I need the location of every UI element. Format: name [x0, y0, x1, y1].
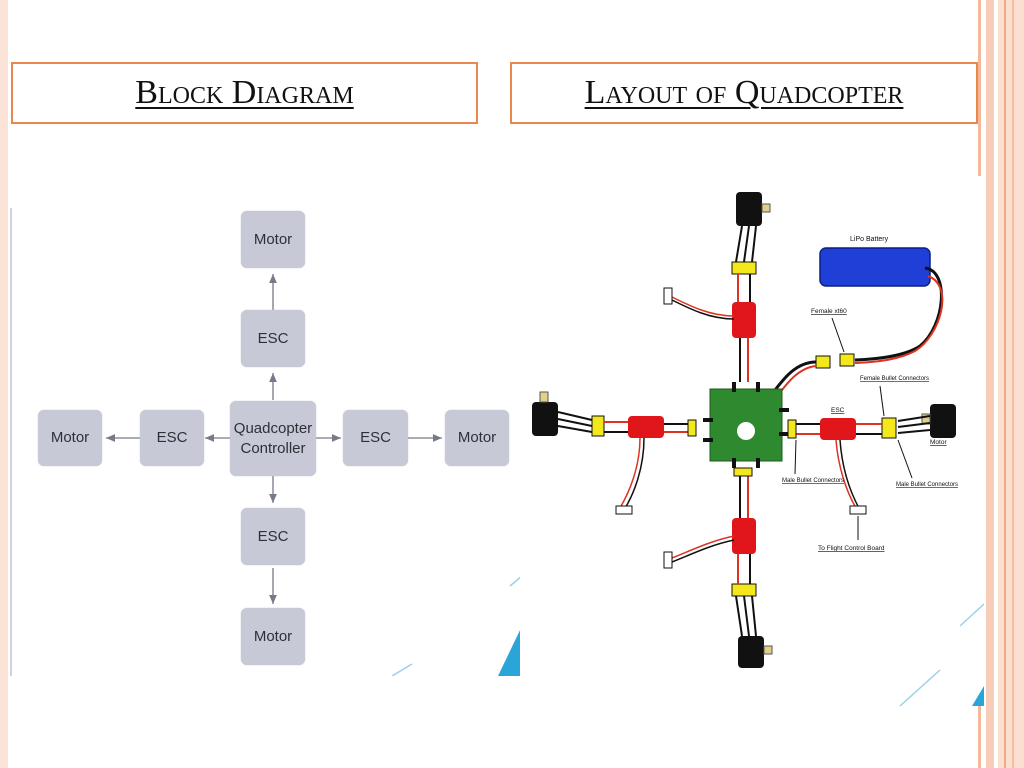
block-diagram-heading: Block Diagram	[11, 62, 478, 124]
battery-wire-black	[854, 266, 943, 362]
block-label: Motor	[50, 429, 90, 446]
motor-label: Motor	[930, 439, 947, 446]
block-label: Motor	[253, 230, 293, 248]
motor-right	[930, 404, 956, 438]
block-label: Motor	[253, 627, 293, 645]
block-label: ESC	[257, 527, 289, 545]
lipo-battery-label: LiPo Battery	[850, 236, 889, 243]
layout-heading: Layout of Quadcopter	[510, 62, 978, 124]
corner-accent	[972, 686, 984, 706]
deco-line	[959, 603, 984, 627]
deco-line	[391, 663, 413, 676]
motor-right-block: Motor	[445, 410, 509, 466]
battery-wire-red	[854, 275, 944, 364]
xt60-male	[815, 355, 831, 369]
motor-bottom	[738, 636, 764, 668]
esc-right-block: ESC	[343, 410, 408, 466]
controller-block: Quadcopter Controller	[230, 401, 316, 476]
flight-control-label: To Flight Control Board	[818, 545, 885, 552]
block-label: ESC	[156, 429, 188, 446]
esc-left-block: ESC	[140, 410, 204, 466]
female-bullet-label: Female Bullet Connectors	[860, 376, 929, 382]
esc-right	[820, 418, 856, 440]
left-frame-stripe	[0, 0, 8, 768]
block-diagram-panel: Motor ESC Quadcopter Controller Motor ES…	[10, 208, 522, 676]
esc-top-block: ESC	[241, 310, 305, 367]
block-label: ESC	[360, 429, 391, 446]
right-frame-stripe	[1012, 0, 1014, 768]
motor-left-block: Motor	[38, 410, 102, 466]
motor-top-block: Motor	[241, 211, 305, 268]
esc-bottom	[732, 518, 756, 554]
male-bullet-label-right: Male Bullet Connectors	[896, 482, 958, 488]
block-label: ESC	[257, 329, 289, 347]
layout-diagram-panel: LiPo Battery Female xt60	[520, 176, 984, 706]
layout-schematic: LiPo Battery Female xt60	[532, 192, 984, 706]
background-decoration	[899, 669, 941, 707]
female-xt60-label: Female xt60	[811, 308, 847, 315]
esc-left	[628, 416, 664, 438]
right-frame-stripe	[998, 0, 1024, 768]
motor-top	[736, 192, 762, 226]
xt60-pointer	[831, 317, 845, 353]
motor-left	[532, 402, 558, 436]
corner-accent	[498, 626, 522, 676]
male-bullet-label-left: Male Bullet Connectors	[782, 478, 844, 484]
right-frame-stripe	[1004, 0, 1006, 768]
esc-label: ESC	[831, 407, 845, 414]
esc-top	[732, 302, 756, 338]
lipo-battery	[819, 247, 931, 287]
xt60-female	[839, 353, 855, 367]
right-frame-stripe	[986, 0, 994, 768]
block-label: Motor	[457, 429, 497, 446]
block-diagram-arrows	[106, 274, 442, 604]
motor-bottom-block: Motor	[241, 608, 305, 665]
block-label: Quadcopter Controller	[233, 419, 313, 457]
board-hole	[737, 422, 755, 440]
panel-decoration	[391, 575, 522, 676]
esc-bottom-block: ESC	[241, 508, 305, 565]
